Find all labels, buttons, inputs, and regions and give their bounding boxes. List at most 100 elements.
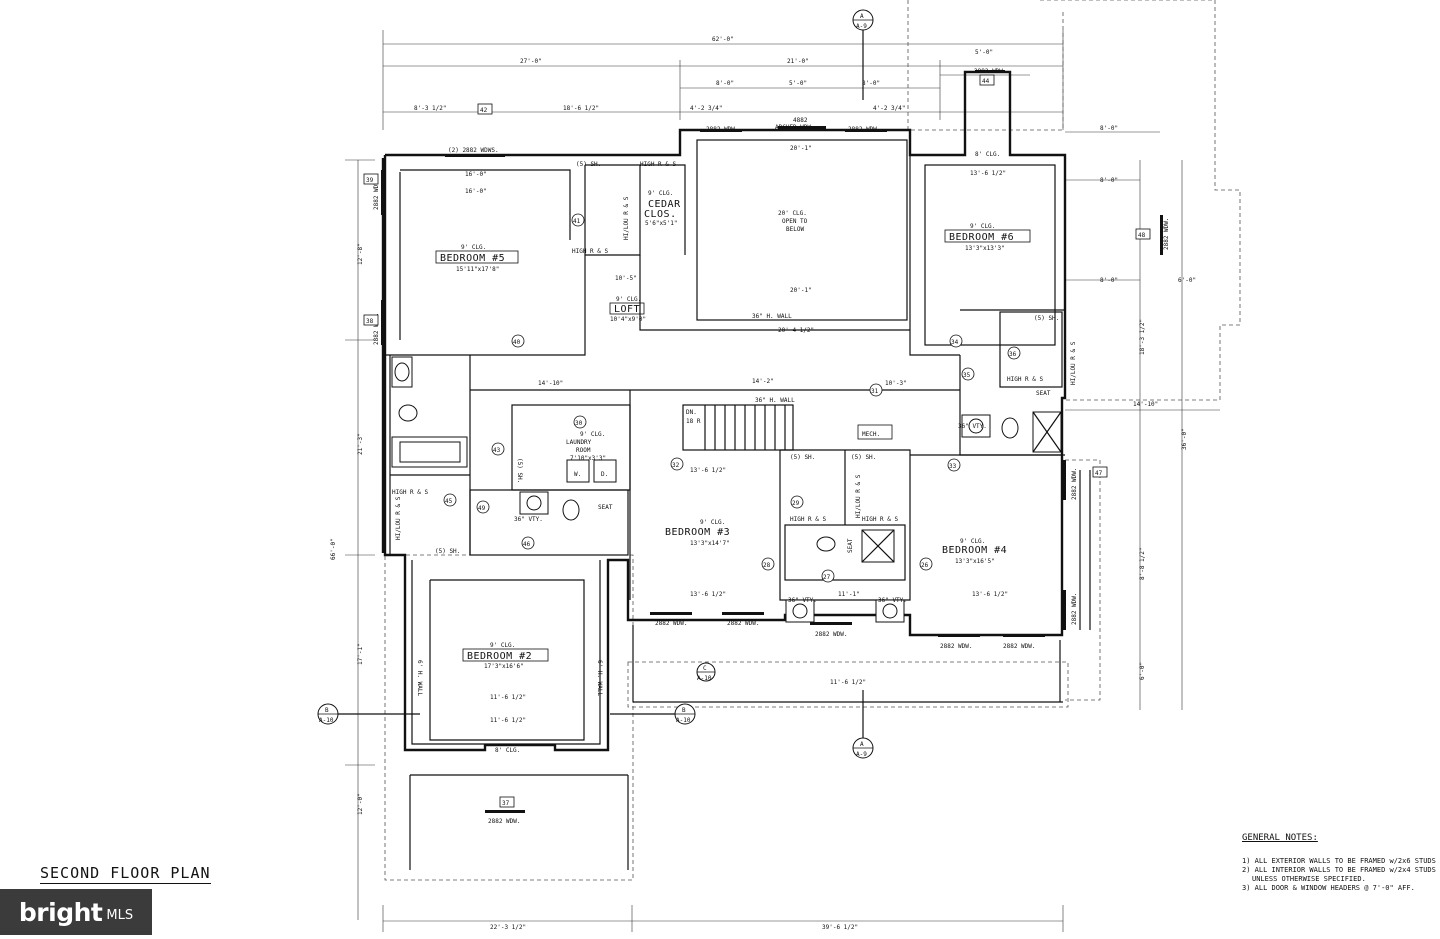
section-bottom-letter: A <box>860 741 864 748</box>
bedroom6-size: 13'3"x13'3" <box>965 245 1005 252</box>
window-2882-g: 2882 WDW. <box>940 643 973 650</box>
section-marker-bottom: A A-9 <box>852 690 874 759</box>
tag-43: 43 <box>493 447 501 454</box>
room-laundry: 9' CLG. LAUNDRY ROOM 7'10"x3'3" W. D. <box>566 431 608 478</box>
dim-top-8: 8'-0" <box>716 80 734 87</box>
bedroom3-ceiling: 9' CLG. <box>700 519 725 526</box>
bedroom3-size: 13'3"x14'7" <box>690 540 730 547</box>
section-marker-top: A A-9 <box>852 9 874 100</box>
dim-left-12-0: 12'-0" <box>357 793 364 815</box>
label-13-6-bed6: 13'-6 1/2" <box>970 170 1006 177</box>
dim-right-6: 6'-0" <box>1139 662 1146 680</box>
loft-name: LOFT <box>614 304 640 315</box>
dim-top-27: 27'-0" <box>520 58 542 65</box>
section-marker-left: B A-10 <box>317 703 420 725</box>
label-seat-bed3: SEAT <box>847 538 854 553</box>
label-high-rs-bed3b: HIGH R & S <box>862 516 899 523</box>
washer-label: W. <box>574 471 581 478</box>
label-14-10: 14'-10" <box>538 380 563 387</box>
sink-bed3-bath-a <box>792 603 808 619</box>
window-2882-d: 2882 WDW. <box>655 620 688 627</box>
label-risers: 18 R <box>686 418 701 425</box>
deck-railings <box>409 470 1091 870</box>
window-2882-double: (2) 2882 WDWS. <box>448 147 499 154</box>
label-5sh-a: (5) SH. <box>576 161 601 168</box>
sink-right-bath <box>968 418 984 434</box>
stair-treads <box>704 405 786 450</box>
label-20-1-b: 20'-1" <box>790 145 812 152</box>
section-left-sheet: A-10 <box>319 717 334 724</box>
misc-labels: 36" H. WALL 36" H. WALL 6' H. WALL 6' H.… <box>392 145 1077 754</box>
window-2882-f: 2882 WDW. <box>815 631 848 638</box>
dim-left-66: 66'-0" <box>330 538 337 560</box>
tag-46: 46 <box>523 541 531 548</box>
label-high-rs-right: HIGH R & S <box>1007 376 1044 383</box>
label-high-rs-bed3a: HIGH R & S <box>790 516 827 523</box>
label-seat-hall: SEAT <box>598 504 613 511</box>
general-notes: GENERAL NOTES: 1) ALL EXTERIOR WALLS TO … <box>1242 834 1440 893</box>
tag-36: 36 <box>1009 351 1017 358</box>
label-6-h-wall-left: 6' H. WALL <box>416 660 423 697</box>
dim-left-12-8: 12'-8" <box>357 243 364 265</box>
tag-31: 31 <box>871 388 879 395</box>
window-callouts: (2) 2882 WDWS. 2882 WDW. 2882 WDW. 4882 … <box>373 68 1170 825</box>
tag-44: 44 <box>982 78 990 85</box>
label-5sh-f: (5) SH. <box>516 458 523 483</box>
dim-right-14: 14'-10" <box>1133 401 1158 408</box>
toilet-left-bath <box>398 404 418 422</box>
dim-right-8-0: 8'-0" <box>1100 125 1118 132</box>
dim-right-18: 18'-3 1/2" <box>1139 319 1146 355</box>
dashed-outlines <box>384 0 1241 881</box>
label-5sh-e: (5) SH. <box>435 548 460 555</box>
section-top-sheet: A-9 <box>856 23 867 30</box>
label-5sh-b: (5) SH. <box>790 454 815 461</box>
label-8-clg-top: 8' CLG. <box>975 151 1000 158</box>
laundry-ceiling: 9' CLG. <box>580 431 605 438</box>
dryer-label: D. <box>601 471 608 478</box>
bedroom5-ceiling: 9' CLG. <box>461 244 486 251</box>
tag-28: 28 <box>763 562 771 569</box>
window-2882-e: 2882 WDW. <box>727 620 760 627</box>
dim-top-4-2b: 4'-2 3/4" <box>873 105 906 112</box>
label-high-rs-bed5: HIGH R & S <box>572 248 609 255</box>
general-notes-title: GENERAL NOTES: <box>1242 833 1318 843</box>
logo-suffix: MLS <box>106 907 134 923</box>
label-dn: DN. <box>686 409 697 416</box>
label-36-h-wall-loft: 36" H. WALL <box>752 313 792 320</box>
tag-30: 30 <box>575 420 583 427</box>
general-note-3: 3) ALL DOOR & WINDOW HEADERS @ 7'-0" AFF… <box>1242 884 1415 892</box>
tag-48: 48 <box>1138 232 1146 239</box>
tag-42: 42 <box>480 107 488 114</box>
window-4882: 4882 <box>793 117 808 124</box>
label-hi-lou-bed3: HI/LOU R & S <box>855 474 862 518</box>
general-note-2b: UNLESS OTHERWISE SPECIFIED. <box>1252 875 1366 883</box>
tag-38: 38 <box>366 318 374 325</box>
tag-27: 27 <box>823 574 831 581</box>
label-20-4: 20'-4 1/2" <box>778 327 814 334</box>
section-marker-mid: B A-10 <box>610 703 696 725</box>
dim-right-8-0b: 8'-0" <box>1100 177 1118 184</box>
interior-walls <box>385 139 1065 601</box>
bedroom5-name: BEDROOM #5 <box>440 253 505 264</box>
window-2882-n: 2882 WDW. <box>1071 592 1078 625</box>
section-marker-c: C A-10 <box>696 662 716 682</box>
top-dimension-strings: 62'-0" 27'-0" 21'-0" 8'-0" 5'-0" 8'-0" 5… <box>382 30 1064 130</box>
label-36-h-wall-hall: 36" H. WALL <box>755 397 795 404</box>
bottom-dimension-strings: 22'-3 1/2" 39'-6 1/2" <box>382 905 1064 932</box>
loft-size: 10'4"x9'0" <box>610 316 646 323</box>
room-cedar-closet: 9' CLG. CEDAR CLOS. 5'6"x5'1" <box>644 190 681 227</box>
bedroom5-size: 15'11"x17'8" <box>456 266 499 273</box>
cedar-line1: CEDAR <box>648 199 681 210</box>
label-11-6-bed2: 11'-6 1/2" <box>490 694 526 701</box>
label-36-vty-bed3b: 36" VTY. <box>878 597 907 604</box>
window-2882-k: 2882 WDW. <box>373 312 380 345</box>
section-top-letter: A <box>860 13 864 20</box>
dim-right-8-8: 8'-8 1/2" <box>1139 547 1146 580</box>
dim-bottom-39: 39'-6 1/2" <box>822 924 858 931</box>
tag-47: 47 <box>1095 470 1103 477</box>
dim-right-8-0c: 8'-0" <box>1100 277 1118 284</box>
label-13-6-bed4: 13'-6 1/2" <box>972 591 1008 598</box>
bright-mls-logo: bright MLS <box>0 889 152 935</box>
label-36-vty-hall: 36" VTY. <box>514 516 543 523</box>
fixtures <box>391 356 1062 623</box>
